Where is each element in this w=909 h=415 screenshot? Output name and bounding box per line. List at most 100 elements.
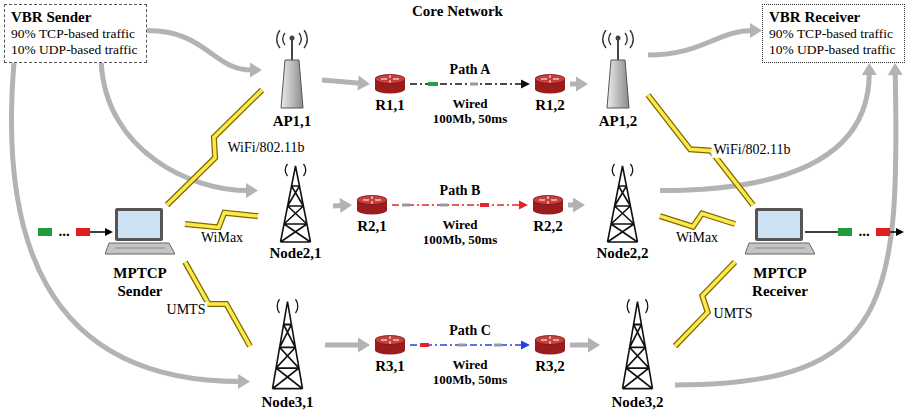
node-label: AP1,1 bbox=[273, 112, 312, 130]
arrowhead bbox=[238, 374, 250, 389]
bolt-fill bbox=[660, 214, 735, 227]
base-station: Node3,2 bbox=[600, 293, 675, 411]
flow-arrow bbox=[333, 198, 352, 213]
node-label: Node2,2 bbox=[596, 244, 648, 262]
connector-line bbox=[322, 80, 360, 83]
router: R3,1 bbox=[370, 335, 410, 373]
packet bbox=[470, 83, 478, 86]
access-point-icon bbox=[603, 30, 634, 108]
packet bbox=[428, 82, 438, 86]
output-arrow bbox=[890, 231, 897, 233]
flow-arrow bbox=[660, 63, 877, 191]
router: R2,2 bbox=[528, 195, 568, 233]
node-label: MPTCP Sender bbox=[112, 264, 168, 300]
base-station-icon bbox=[273, 299, 303, 388]
base-station-icon bbox=[608, 164, 638, 242]
node-label: Path B bbox=[376, 180, 544, 199]
output-packet bbox=[876, 228, 890, 236]
router-icon bbox=[535, 75, 565, 94]
packet bbox=[480, 203, 489, 207]
router: R2,1 bbox=[352, 195, 392, 233]
core-cloud: Core NetworkPath AWired 100Mb, 50msPath … bbox=[335, 0, 580, 413]
node-label: VBR Sender bbox=[11, 8, 140, 26]
router: R1,2 bbox=[530, 74, 570, 112]
traffic-box: VBR Sender90% TCP-based traffic 10% UDP-… bbox=[4, 4, 147, 63]
bolt-outline bbox=[660, 214, 735, 227]
node-label: MPTCP Receiver bbox=[751, 264, 809, 300]
node-label: R3,1 bbox=[370, 355, 410, 375]
bolt-fill bbox=[185, 213, 258, 228]
flow-arrow bbox=[570, 338, 600, 353]
path-arrow bbox=[410, 80, 530, 89]
connector-line bbox=[675, 73, 896, 385]
packet bbox=[440, 204, 448, 207]
bolt-outline bbox=[185, 213, 258, 228]
laptop-node: MPTCP Receiver bbox=[735, 205, 825, 300]
bolt-fill bbox=[675, 262, 735, 346]
node-body: Wired 100Mb, 50ms bbox=[432, 94, 509, 126]
arrowhead bbox=[340, 198, 352, 213]
flow-arrow bbox=[101, 63, 258, 198]
ellipsis-label: ... bbox=[58, 223, 69, 239]
laptop-icon bbox=[745, 208, 815, 254]
arrowhead bbox=[576, 77, 588, 92]
node-body: Wired 100Mb, 50ms bbox=[432, 355, 509, 387]
flow-arrow bbox=[675, 63, 903, 385]
output-arrow bbox=[805, 231, 838, 233]
arrowhead bbox=[862, 63, 877, 75]
input-arrow bbox=[90, 231, 106, 233]
router-icon bbox=[533, 196, 563, 215]
base-station: Node2,2 bbox=[585, 160, 660, 262]
arrowhead bbox=[588, 338, 600, 353]
connector-line bbox=[325, 342, 360, 347]
arrowhead bbox=[358, 338, 370, 353]
input-arrowhead bbox=[105, 228, 113, 236]
connector-line bbox=[648, 31, 752, 55]
bolt-outline bbox=[675, 262, 735, 346]
path-arrow bbox=[392, 201, 528, 210]
packet bbox=[402, 204, 410, 207]
node-body: 90% TCP-based traffic 10% UDP-based traf… bbox=[769, 26, 898, 58]
arrowhead bbox=[250, 63, 262, 78]
arrowhead bbox=[521, 341, 530, 350]
arrowhead bbox=[246, 183, 258, 198]
wireless-link bbox=[675, 262, 735, 346]
base-station: Node3,1 bbox=[250, 293, 325, 411]
router-icon bbox=[375, 336, 405, 355]
flow-arrow bbox=[570, 77, 588, 92]
path-band: Path AWired 100Mb, 50ms bbox=[390, 57, 550, 128]
input-packet bbox=[76, 228, 90, 236]
router: R3,2 bbox=[530, 335, 570, 373]
connector-line bbox=[11, 63, 240, 382]
wireless-link bbox=[660, 214, 735, 227]
node-label: Node3,1 bbox=[261, 393, 313, 411]
cloud-shape bbox=[342, 29, 580, 405]
node-label: Path C bbox=[394, 320, 546, 339]
arrowhead bbox=[750, 23, 762, 38]
router: R1,1 bbox=[370, 74, 410, 112]
arrowhead bbox=[521, 80, 530, 89]
arrowhead bbox=[357, 76, 370, 91]
node-label: R2,1 bbox=[352, 215, 392, 235]
base-station: Node2,1 bbox=[258, 160, 333, 262]
flow-arrow bbox=[325, 338, 370, 353]
router-icon bbox=[375, 75, 405, 94]
arrowhead bbox=[519, 201, 528, 210]
ellipsis-label: ... bbox=[858, 223, 869, 239]
arrowhead bbox=[573, 198, 585, 213]
node-label: Node2,1 bbox=[269, 244, 321, 262]
node-label: R1,1 bbox=[370, 94, 410, 114]
link-label: WiMax bbox=[199, 230, 245, 246]
node-label: Node3,2 bbox=[611, 393, 663, 411]
link-label: WiMax bbox=[674, 230, 720, 246]
access-point: AP1,1 bbox=[262, 30, 322, 130]
link-label: UMTS bbox=[712, 306, 755, 322]
node-label: VBR Receiver bbox=[769, 8, 898, 26]
arrowhead bbox=[888, 63, 903, 75]
packet bbox=[458, 344, 466, 347]
link-label: WiFi/802.11b bbox=[225, 140, 306, 156]
node-label: R1,2 bbox=[530, 94, 570, 114]
packet bbox=[494, 344, 502, 347]
path-arrow bbox=[410, 341, 530, 350]
node-label: Core Network bbox=[335, 0, 580, 20]
